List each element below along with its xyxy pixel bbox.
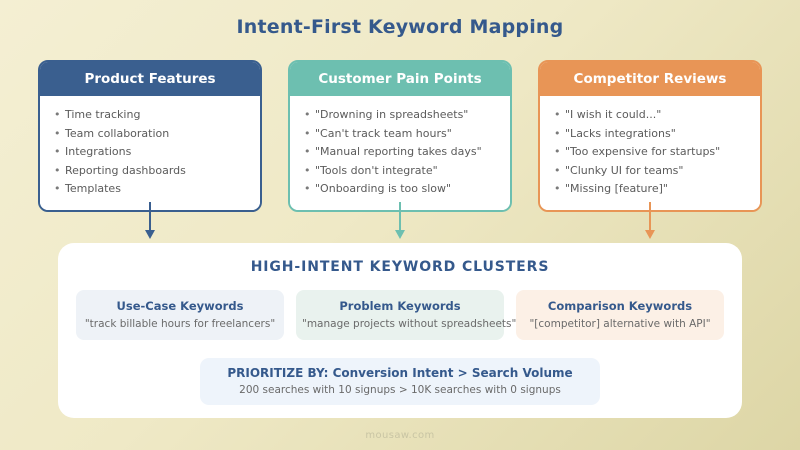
- arrow-head: [645, 230, 655, 239]
- list-item: "Onboarding is too slow": [304, 180, 496, 199]
- list-item: "Clunky UI for teams": [554, 162, 746, 181]
- cluster-title: Use-Case Keywords: [116, 299, 244, 313]
- source-card-body: "Drowning in spreadsheets" "Can't track …: [290, 96, 510, 210]
- list-item: Time tracking: [54, 106, 246, 125]
- source-card-header: Customer Pain Points: [290, 62, 510, 96]
- watermark: mousaw.com: [365, 430, 435, 441]
- source-card-customer-pain-points: Customer Pain Points "Drowning in spread…: [288, 60, 512, 212]
- source-card-body: "I wish it could..." "Lacks integrations…: [540, 96, 760, 210]
- source-card-header: Competitor Reviews: [540, 62, 760, 96]
- list-item: "Lacks integrations": [554, 125, 746, 144]
- cluster-example: "manage projects without spreadsheets": [302, 318, 517, 330]
- list-item: Templates: [54, 180, 246, 199]
- list-item: "Missing [feature]": [554, 180, 746, 199]
- arrow-head: [395, 230, 405, 239]
- list-item: "Manual reporting takes days": [304, 143, 496, 162]
- keyword-clusters-panel: HIGH-INTENT KEYWORD CLUSTERS Use-Case Ke…: [58, 243, 742, 418]
- list-item: Reporting dashboards: [54, 162, 246, 181]
- arrow-down-icon: [645, 202, 655, 239]
- cluster-example: "[competitor] alternative with API": [529, 318, 711, 330]
- prioritize-title: PRIORITIZE BY: Conversion Intent > Searc…: [227, 366, 573, 380]
- arrow-stem: [399, 202, 401, 230]
- cluster-title: Comparison Keywords: [547, 299, 693, 313]
- cluster-example: "track billable hours for freelancers": [84, 318, 276, 330]
- source-card-body: Time tracking Team collaboration Integra…: [40, 96, 260, 210]
- prioritize-callout: PRIORITIZE BY: Conversion Intent > Searc…: [200, 358, 600, 405]
- list-item: "Tools don't integrate": [304, 162, 496, 181]
- source-card-header: Product Features: [40, 62, 260, 96]
- cluster-title: Problem Keywords: [339, 299, 461, 313]
- list-item: "Drowning in spreadsheets": [304, 106, 496, 125]
- cluster-comparison-keywords: Comparison Keywords "[competitor] altern…: [516, 290, 724, 340]
- arrow-stem: [649, 202, 651, 230]
- list-item: "Can't track team hours": [304, 125, 496, 144]
- cluster-use-case-keywords: Use-Case Keywords "track billable hours …: [76, 290, 284, 340]
- list-item: "I wish it could...": [554, 106, 746, 125]
- list-item: Integrations: [54, 143, 246, 162]
- cluster-problem-keywords: Problem Keywords "manage projects withou…: [296, 290, 517, 340]
- cluster-row: Use-Case Keywords "track billable hours …: [76, 290, 724, 340]
- arrow-head: [145, 230, 155, 239]
- arrow-down-icon: [145, 202, 155, 239]
- page-title: Intent-First Keyword Mapping: [236, 16, 564, 38]
- arrow-stem: [149, 202, 151, 230]
- list-item: Team collaboration: [54, 125, 246, 144]
- list-item: "Too expensive for startups": [554, 143, 746, 162]
- source-card-product-features: Product Features Time tracking Team coll…: [38, 60, 262, 212]
- arrow-down-icon: [395, 202, 405, 239]
- panel-title: HIGH-INTENT KEYWORD CLUSTERS: [250, 259, 550, 275]
- source-card-competitor-reviews: Competitor Reviews "I wish it could..." …: [538, 60, 762, 212]
- prioritize-subtitle: 200 searches with 10 signups > 10K searc…: [239, 384, 561, 396]
